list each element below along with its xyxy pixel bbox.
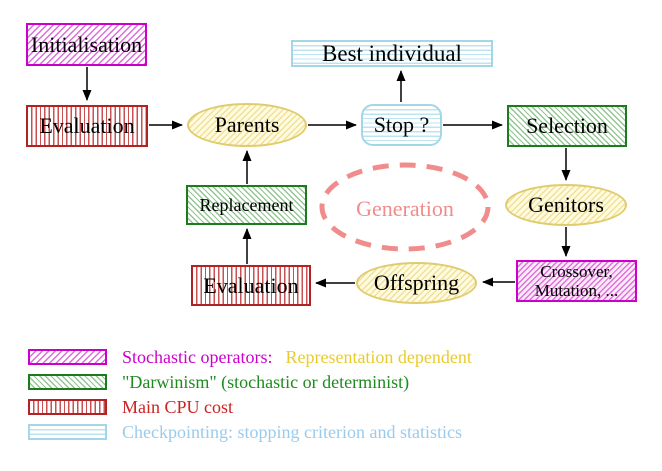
node-parents: Parents xyxy=(187,103,307,147)
node-best-individual-label: Best individual xyxy=(322,41,462,66)
node-evaluation-top-label: Evaluation xyxy=(39,113,135,138)
legend-label-stochastic-operators: Stochastic operators: xyxy=(122,346,273,367)
node-replacement: Replacement xyxy=(186,185,307,225)
node-crossover-line1: Crossover, xyxy=(540,262,613,281)
legend-item-darwinism: "Darwinism" (stochastic or determinist) xyxy=(28,371,410,392)
node-evaluation-top: Evaluation xyxy=(26,105,148,147)
legend-item-main-cpu-cost: Main CPU cost xyxy=(28,396,234,417)
legend-label-darwinism: "Darwinism" (stochastic or determinist) xyxy=(122,371,410,392)
node-generation-label: Generation xyxy=(356,196,454,221)
legend-swatch-green-hatch xyxy=(28,373,107,390)
node-stop: Stop ? xyxy=(361,104,442,146)
node-offspring: Offspring xyxy=(356,262,477,304)
node-evaluation-bottom-label: Evaluation xyxy=(203,272,299,298)
legend-label-checkpointing: Checkpointing: stopping criterion and st… xyxy=(122,421,462,442)
legend-item-checkpointing: Checkpointing: stopping criterion and st… xyxy=(28,421,462,442)
legend-label-representation-dependent: Representation dependent xyxy=(285,346,472,367)
node-parents-label: Parents xyxy=(214,112,280,137)
node-genitors-label: Genitors xyxy=(528,192,604,217)
node-stop-label: Stop ? xyxy=(373,112,430,137)
node-crossover-mutation: Crossover, Mutation, ... xyxy=(516,260,637,302)
node-crossover-line2: Mutation, ... xyxy=(534,281,619,300)
legend-item-stochastic-operators: Stochastic operators: Representation depe… xyxy=(28,346,472,367)
node-replacement-label: Replacement xyxy=(199,195,294,215)
node-selection: Selection xyxy=(507,105,627,147)
legend-swatch-red-stripes xyxy=(28,398,107,415)
node-offspring-label: Offspring xyxy=(373,270,460,295)
legend-swatch-cyan-stripes xyxy=(28,423,107,440)
node-initialisation: Initialisation xyxy=(26,23,147,66)
node-initialisation-label: Initialisation xyxy=(30,31,143,57)
legend-label-main-cpu-cost: Main CPU cost xyxy=(122,396,234,417)
node-evaluation-bottom: Evaluation xyxy=(191,265,311,306)
node-genitors: Genitors xyxy=(505,184,627,226)
node-selection-label: Selection xyxy=(526,113,608,138)
legend-swatch-magenta-hatch xyxy=(28,348,107,365)
node-best-individual: Best individual xyxy=(291,40,493,67)
